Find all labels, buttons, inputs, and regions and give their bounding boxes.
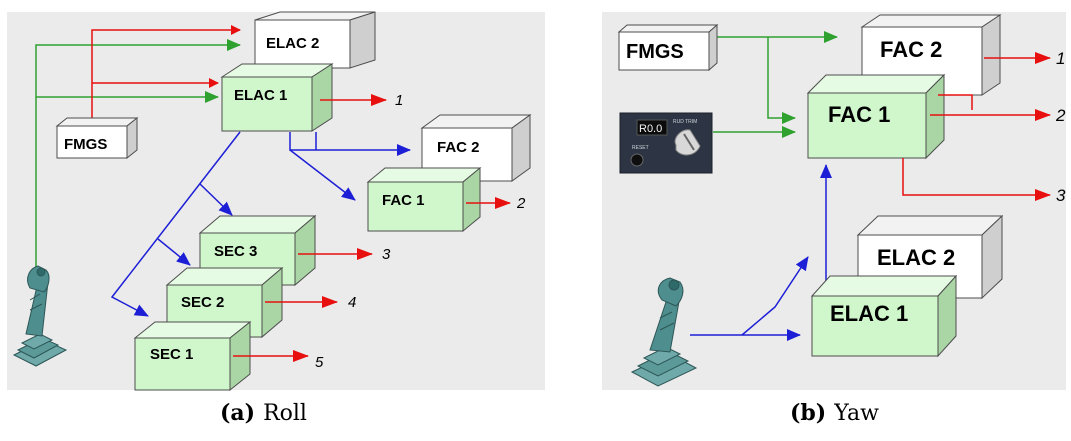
roll-panel: ELAC 2 ELAC 1 FMGS FAC 2 FAC 1 [7,11,545,392]
trim-display: R0.0 [639,123,662,135]
roll-outputs [233,94,511,362]
roll-output-2: 2 [516,195,526,212]
yaw-elac1-label: ELAC 1 [830,301,908,326]
yaw-output-3: 3 [1056,186,1066,205]
yaw-elac1-box: ELAC 1 [810,274,958,358]
roll-output-1: 1 [395,92,403,109]
yaw-fmgs-box: FMGS [617,23,719,72]
roll-elac1-box: ELAC 1 [220,63,334,132]
roll-fac1-box: FAC 1 [366,166,482,233]
sidestick-icon [630,277,698,387]
caption-roll: (a) Roll [220,400,307,426]
roll-blue-links [110,131,411,317]
roll-sec1-box: SEC 1 [133,320,252,392]
roll-green-links [35,39,241,272]
caption-yaw-label: Yaw [834,401,879,426]
caption-roll-tag: (a) [220,400,256,426]
trim-reset: RESET [632,145,649,151]
rudder-trim-panel-icon: R0.0 RUD TRIM RESET [619,112,713,174]
caption-yaw-tag: (b) [790,400,827,426]
roll-output-5: 5 [315,354,324,371]
sidestick-icon [12,265,68,367]
roll-fmgs-label: FMGS [64,136,107,153]
caption-yaw: (b) Yaw [790,400,879,426]
yaw-fac2-label: FAC 2 [880,37,942,62]
yaw-output-1: 1 [1056,49,1065,68]
yaw-fmgs-label: FMGS [626,41,684,63]
roll-elac1-label: ELAC 1 [234,87,287,104]
roll-elac2-label: ELAC 2 [266,35,319,52]
roll-fac2-label: FAC 2 [437,139,480,156]
roll-output-4: 4 [348,294,356,311]
roll-elac2-box: ELAC 2 [254,11,376,69]
trim-title: RUD TRIM [673,119,697,125]
yaw-panel: FMGS FAC 2 FAC 1 ELAC 2 ELAC 1 [602,12,1066,390]
roll-sec2-label: SEC 2 [181,294,224,311]
caption-roll-label: Roll [263,401,307,426]
roll-fac1-label: FAC 1 [382,192,425,209]
yaw-fac1-box: FAC 1 [806,73,946,160]
roll-sec1-label: SEC 1 [150,346,193,363]
yaw-green-links [712,31,838,138]
yaw-blue-links [690,164,832,341]
roll-fmgs-box: FMGS [55,116,139,160]
roll-output-3: 3 [382,246,391,263]
yaw-output-2: 2 [1055,106,1066,125]
yaw-fac1-label: FAC 1 [828,102,890,127]
yaw-outputs [902,52,1051,201]
roll-sec3-label: SEC 3 [214,243,257,260]
yaw-elac2-label: ELAC 2 [877,245,955,270]
roll-red-links [91,25,241,118]
